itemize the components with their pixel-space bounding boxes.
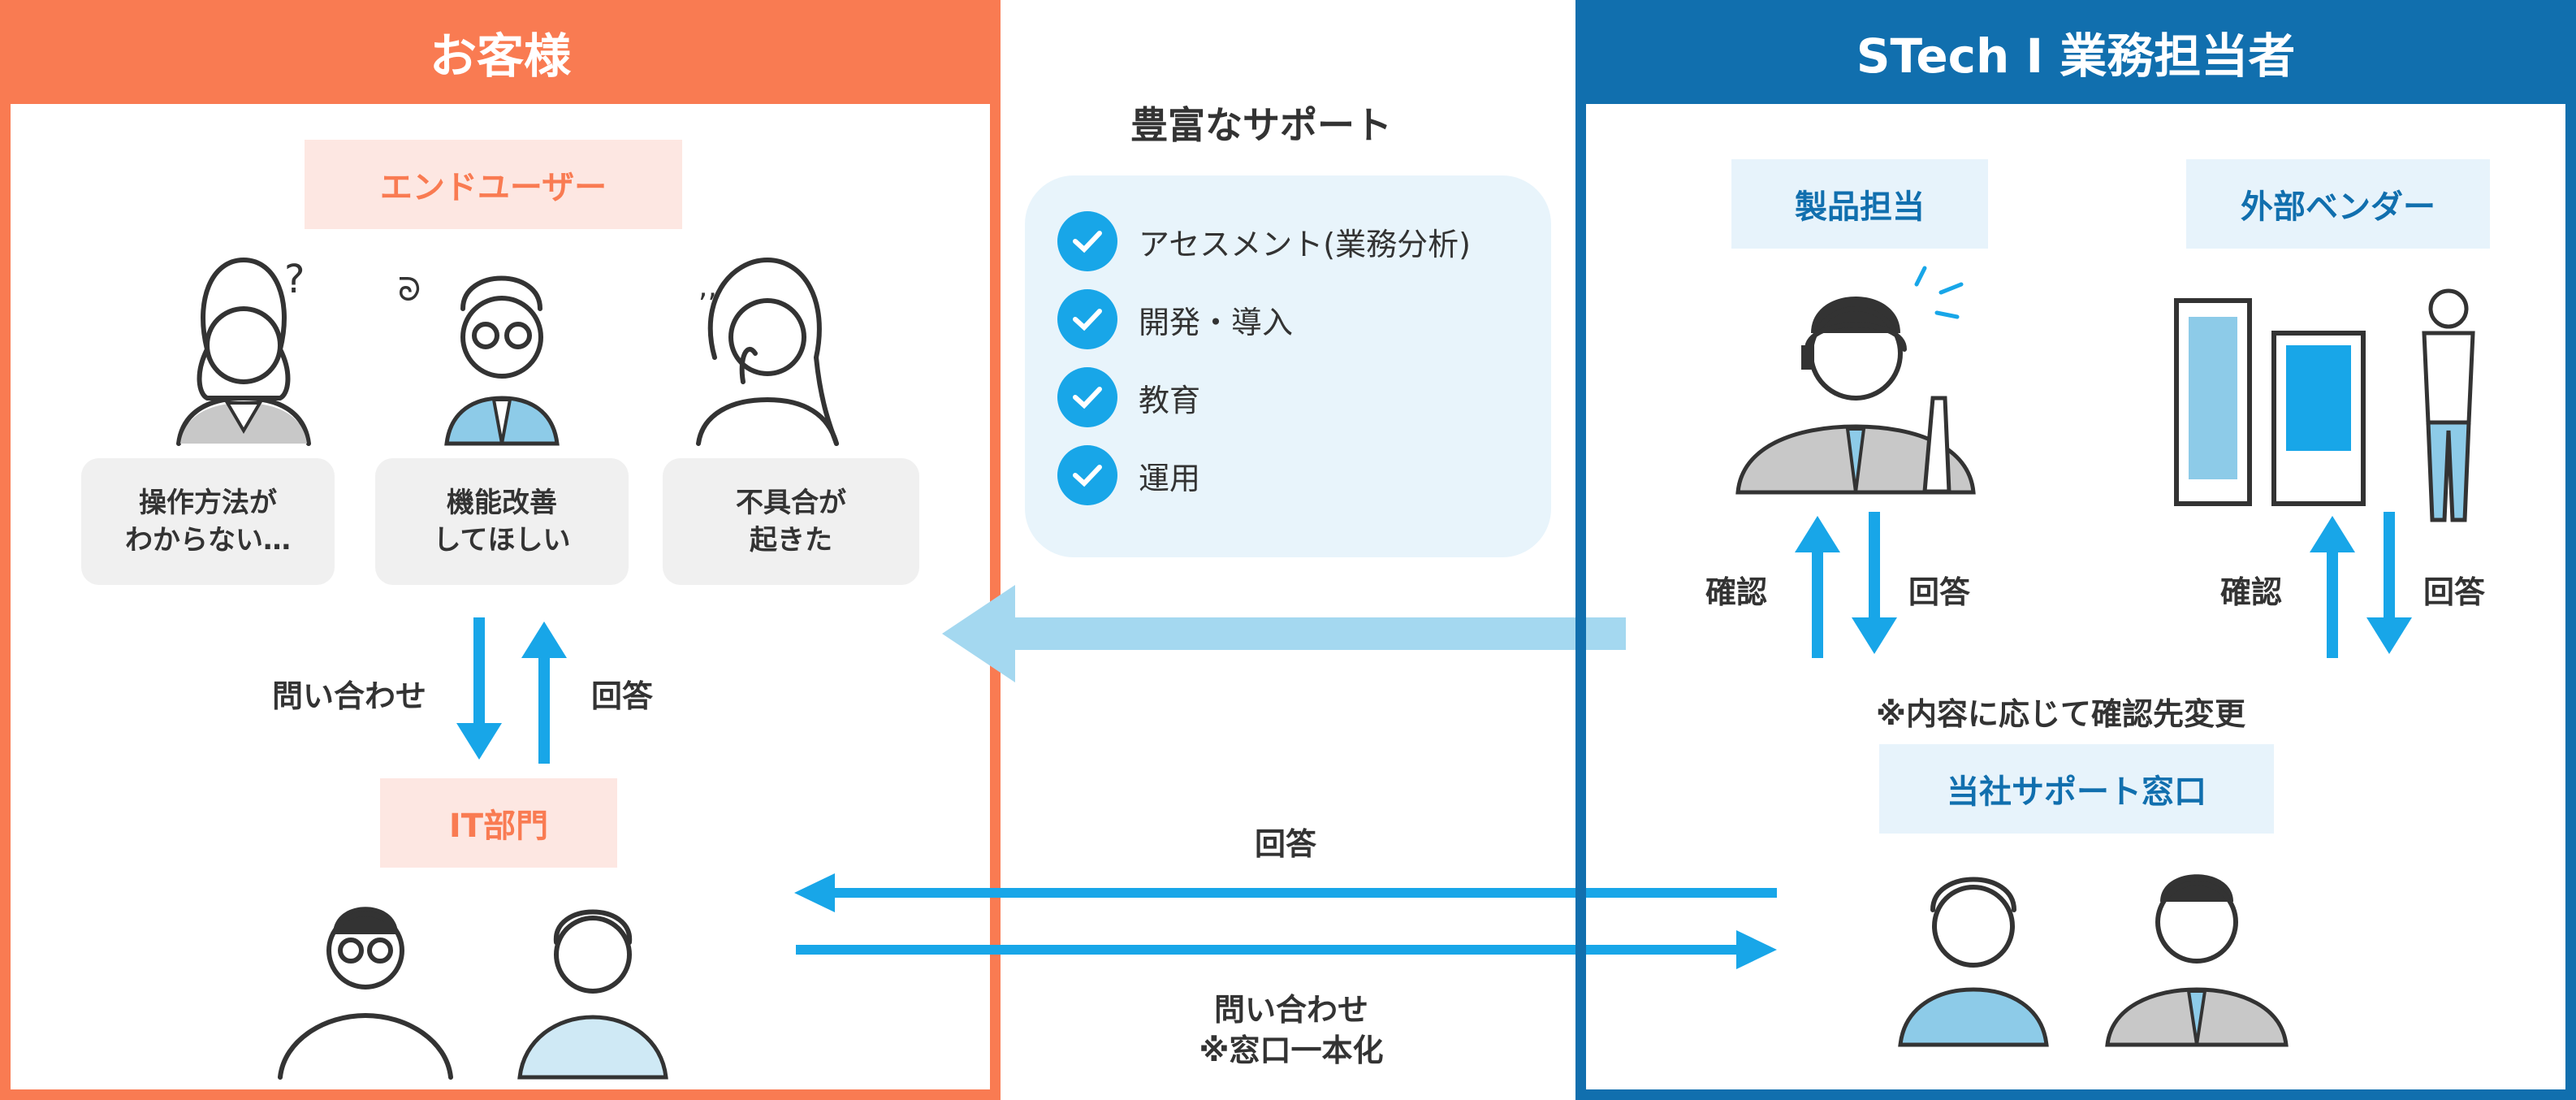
- down-arrow-icon: [2366, 512, 2412, 654]
- center-inquiry-label: 問い合わせ: [1213, 992, 1368, 1028]
- check-icon: [1057, 289, 1117, 349]
- check-icon: [1057, 367, 1117, 427]
- stech-panel-title: STech I 業務担当者: [1575, 0, 2576, 104]
- it-staff-illustrations: [278, 907, 668, 1080]
- support-list-box: アセスメント(業務分析) 開発・導入 教育 運用: [1025, 175, 1551, 557]
- bubble-line: 機能改善: [447, 487, 557, 519]
- support-item: アセスメント(業務分析): [1057, 211, 1471, 271]
- product-answer-label: 回答: [1908, 574, 1971, 610]
- headset-operator-icon: [1735, 266, 1976, 495]
- up-arrow-icon: [521, 621, 567, 764]
- vendor-answer-label: 回答: [2423, 574, 2486, 610]
- product-vertical-arrows: [1795, 512, 1897, 658]
- left-arrow-icon: [794, 873, 1777, 912]
- down-arrow-icon: [1852, 512, 1897, 654]
- svg-text:ᘐ: ᘐ: [398, 271, 421, 309]
- customer-panel-title: お客様: [0, 0, 1001, 104]
- woman-staff-icon: [517, 909, 668, 1080]
- left-inquiry-label: 問い合わせ: [272, 678, 427, 714]
- man-glasses-icon: [278, 907, 453, 1080]
- up-arrow-icon: [2310, 516, 2355, 658]
- end-user-illustrations: ? ᘐ ,,: [176, 257, 839, 446]
- left-answer-label: 回答: [591, 678, 654, 714]
- support-title: 豊富なサポート: [1130, 103, 1392, 147]
- down-arrow-icon: [456, 617, 502, 760]
- right-arrow-icon: [796, 930, 1777, 969]
- stech-panel: STech I 業務担当者: [1575, 0, 2576, 1100]
- up-arrow-icon: [1795, 516, 1840, 658]
- bubble-line: 操作方法が: [139, 487, 277, 519]
- speech-bubble-operation: 操作方法が わからない…: [81, 458, 335, 585]
- support-flow-arrow: [942, 585, 1626, 682]
- center-answer-label: 回答: [1255, 826, 1317, 862]
- svg-text:?: ?: [284, 257, 305, 302]
- speech-bubble-bug: 不具合が 起きた: [663, 458, 919, 585]
- svg-text:,,: ,,: [698, 271, 717, 304]
- support-item-label: 運用: [1139, 460, 1201, 496]
- check-icon: [1057, 445, 1117, 505]
- elderly-man-icon: ᘐ: [398, 271, 560, 446]
- support-desk-staff-icon: [1898, 874, 2289, 1047]
- bubble-line: わからない…: [125, 524, 291, 556]
- support-item-label: 教育: [1139, 382, 1201, 418]
- support-item-label: アセスメント(業務分析): [1139, 226, 1471, 262]
- check-icon: [1057, 211, 1117, 271]
- vendor-confirm-label: 確認: [2220, 574, 2283, 610]
- support-desk-tag: 当社サポート窓口: [1879, 744, 2274, 834]
- left-vertical-arrows: [456, 617, 567, 764]
- bubble-line: 不具合が: [736, 487, 846, 519]
- routing-note: ※内容に応じて確認先変更: [1876, 696, 2245, 732]
- product-owner-tag: 製品担当: [1731, 159, 1988, 249]
- vendor-buildings-icon: [2174, 288, 2475, 522]
- support-item: 運用: [1057, 445, 1200, 505]
- bubble-line: してほしい: [433, 524, 571, 556]
- horizontal-arrows: [794, 873, 1777, 969]
- end-user-tag: エンドユーザー: [305, 140, 682, 229]
- product-confirm-label: 確認: [1705, 574, 1768, 610]
- confused-woman-icon: ?: [176, 257, 311, 446]
- customer-panel: お客様: [0, 0, 1001, 1100]
- it-department-tag: IT部門: [380, 778, 617, 868]
- vendor-vertical-arrows: [2310, 512, 2412, 658]
- bubble-line: 起きた: [750, 524, 832, 556]
- female-agent-icon: [1898, 877, 2049, 1047]
- center-inquiry-note: ※窓口一本化: [1199, 1033, 1384, 1068]
- male-agent-icon: [2105, 874, 2289, 1047]
- troubled-woman-icon: ,,: [696, 258, 839, 446]
- support-item: 開発・導入: [1057, 289, 1293, 349]
- external-vendor-tag: 外部ベンダー: [2186, 159, 2490, 249]
- support-item: 教育: [1057, 367, 1200, 427]
- speech-bubble-improvement: 機能改善 してほしい: [375, 458, 629, 585]
- support-item-label: 開発・導入: [1139, 304, 1294, 340]
